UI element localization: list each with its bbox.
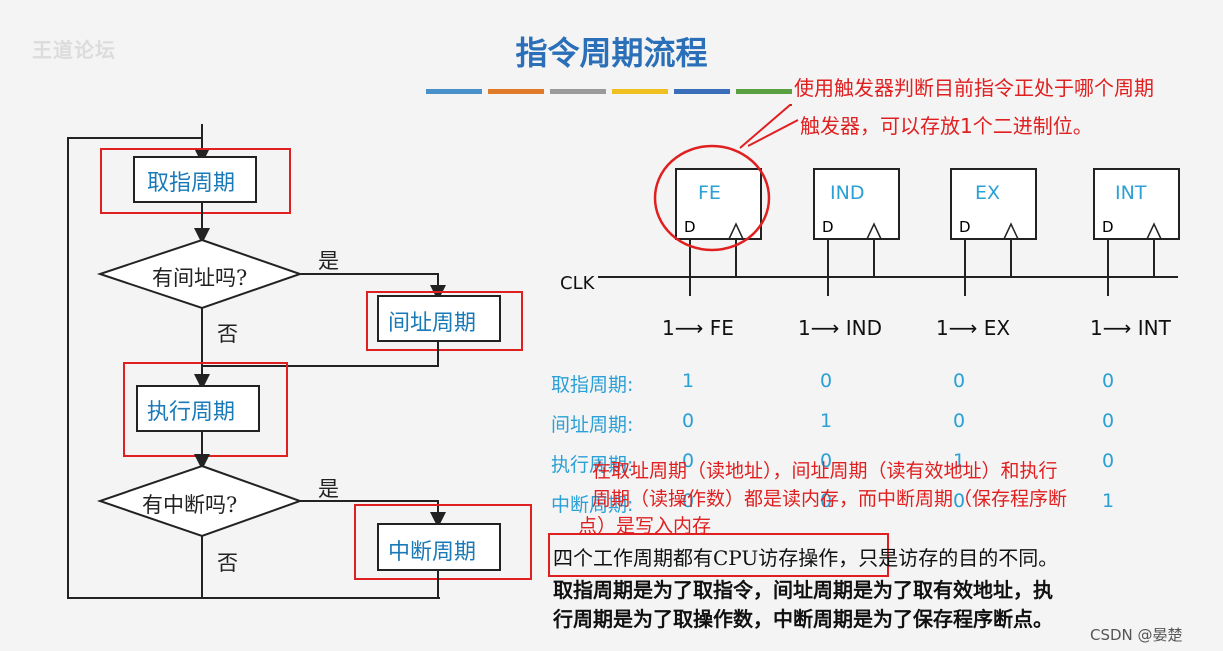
clk-label: CLK xyxy=(560,273,595,294)
ff-ex-label: EX xyxy=(975,182,1001,204)
table-cell: 0 xyxy=(682,490,695,512)
table-row-label: 间址周期: xyxy=(551,414,634,436)
csdn-credit: CSDN @晏楚 xyxy=(1090,626,1183,644)
interrupt-highlight xyxy=(354,504,532,580)
ff-ind-box xyxy=(813,168,900,240)
fetch-box xyxy=(133,156,257,203)
table-cell: 0 xyxy=(953,490,966,512)
table-cell: 0 xyxy=(682,450,695,472)
ff-int-label: INT xyxy=(1115,182,1147,204)
ff-ind-label: IND xyxy=(830,182,865,204)
indirect-highlight xyxy=(366,291,523,351)
note-flipflop-capacity: 触发器，可以存放1个二进制位。 xyxy=(800,114,1093,138)
ff-ex-box xyxy=(950,168,1037,240)
page-title: 指令周期流程 xyxy=(515,34,708,72)
table-cell: 1 xyxy=(820,410,833,432)
description-line-1: 四个工作周期都有CPU访存操作，只是访存的目的不同。 xyxy=(553,546,1059,570)
fetch-highlight xyxy=(100,148,291,214)
execute-box xyxy=(136,385,260,432)
indirect-cycle-label: 间址周期 xyxy=(388,311,477,336)
no-label-2: 否 xyxy=(217,551,238,575)
output-ind: 1⟶ IND xyxy=(798,316,883,340)
description-highlight xyxy=(548,533,889,577)
output-fe: 1⟶ FE xyxy=(662,316,734,340)
color-bar-segment xyxy=(612,89,668,94)
table-cell: 0 xyxy=(820,490,833,512)
table-cell: 0 xyxy=(820,450,833,472)
note-memory-access-1: 在取址周期（读地址），间址周期（读有效地址）和执行 xyxy=(592,460,1058,482)
watermark-logo: 王道论坛 xyxy=(32,38,116,62)
table-cell: 0 xyxy=(953,410,966,432)
color-bar-segment xyxy=(426,89,482,94)
indirect-box xyxy=(377,295,501,342)
color-bar-segment xyxy=(736,89,792,94)
table-row-label: 执行周期: xyxy=(551,454,634,476)
table-cell: 0 xyxy=(820,370,833,392)
table-cell: 1 xyxy=(953,450,966,472)
loop-line xyxy=(67,137,440,599)
ff-int-d: D xyxy=(1102,218,1114,236)
ff-int-box xyxy=(1093,168,1180,240)
table-cell: 0 xyxy=(953,370,966,392)
indirect-question: 有间址吗? xyxy=(152,266,248,290)
yes-label-2: 是 xyxy=(318,477,339,501)
ff-fe-d: D xyxy=(684,218,696,236)
interrupt-box xyxy=(377,523,501,571)
description-line-2: 取指周期是为了取指令，间址周期是为了取有效地址，执 xyxy=(553,578,1053,602)
output-int: 1⟶ INT xyxy=(1090,316,1171,340)
interrupt-cycle-label: 中断周期 xyxy=(388,540,477,565)
note-memory-access-3: 点）是写入内存 xyxy=(578,515,712,537)
table-cell: 1 xyxy=(1102,490,1115,512)
table-cell: 0 xyxy=(682,410,695,432)
ff-fe-label: FE xyxy=(698,182,721,204)
callout-line xyxy=(739,104,792,149)
table-row-label: 取指周期: xyxy=(551,374,634,396)
description-line-3: 行周期是为了取操作数，中断周期是为了保存程序断点。 xyxy=(553,607,1053,631)
ff-ind-d: D xyxy=(822,218,834,236)
table-cell: 0 xyxy=(1102,450,1115,472)
table-row-label: 中断周期: xyxy=(551,494,634,516)
fetch-cycle-label: 取指周期 xyxy=(147,171,236,196)
execute-cycle-label: 执行周期 xyxy=(147,400,236,425)
color-bar-segment xyxy=(550,89,606,94)
fe-highlight-circle xyxy=(653,144,771,252)
interrupt-question: 有中断吗? xyxy=(142,493,238,517)
yes-label-1: 是 xyxy=(318,249,339,273)
no-label-1: 否 xyxy=(217,322,238,346)
ff-ex-d: D xyxy=(959,218,971,236)
note-memory-access-2: 周期（读操作数）都是读内存，而中断周期（保存程序断 xyxy=(592,488,1068,510)
output-ex: 1⟶ EX xyxy=(936,316,1011,340)
table-cell: 0 xyxy=(1102,370,1115,392)
color-bar-segment xyxy=(488,89,544,94)
ff-fe-box xyxy=(675,168,762,240)
color-bar-segment xyxy=(674,89,730,94)
note-flipflop-purpose: 使用触发器判断目前指令正处于哪个周期 xyxy=(794,76,1154,100)
table-cell: 0 xyxy=(1102,410,1115,432)
table-cell: 1 xyxy=(682,370,695,392)
